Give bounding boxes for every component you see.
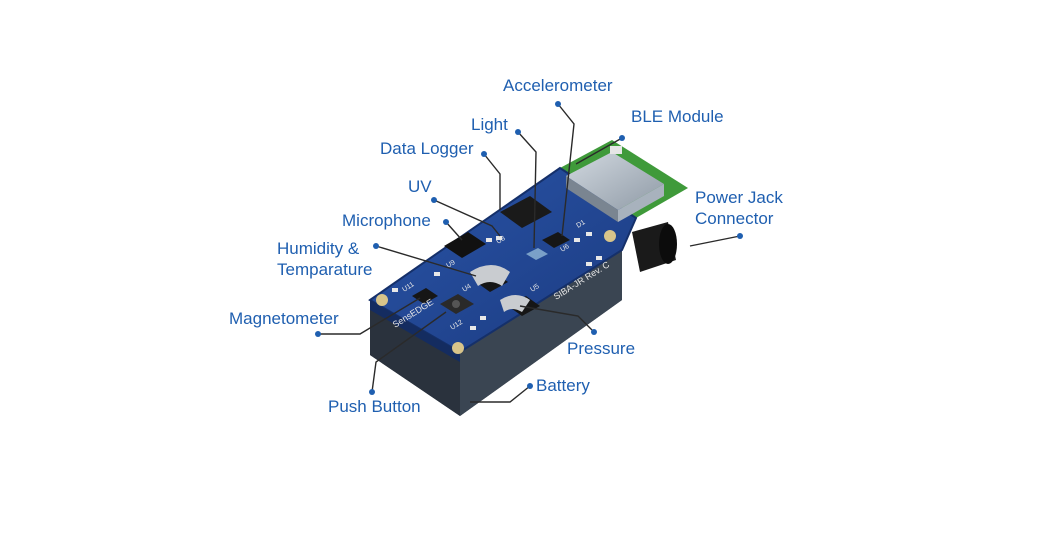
- mounting-pads: [376, 230, 616, 354]
- leader-accelerometer: [557, 103, 575, 237]
- leader-power-jack: [689, 235, 741, 247]
- magnetometer-chip: [412, 288, 438, 304]
- label-ble-module: BLE Module: [631, 107, 724, 126]
- label-power-jack-line2: Connector: [695, 209, 774, 228]
- battery-contact: [470, 265, 530, 312]
- leader-push-button: [371, 311, 447, 393]
- ble-shield-can: [566, 152, 664, 222]
- leader-lines: [318, 103, 741, 403]
- main-pcb: [368, 166, 638, 362]
- leader-uv: [433, 199, 501, 237]
- label-uv: UV: [408, 177, 432, 196]
- leader-light: [517, 131, 537, 249]
- label-accelerometer: Accelerometer: [503, 76, 613, 95]
- silkscreen-u8: U8: [495, 235, 506, 246]
- silkscreen-d1: D1: [575, 219, 586, 230]
- leader-magnetometer: [318, 297, 421, 335]
- antenna-chip: [610, 146, 622, 154]
- passive-components: [392, 232, 602, 330]
- leader-pressure: [519, 305, 595, 333]
- silkscreen-u5: U5: [529, 283, 540, 294]
- label-humidity-line1: Humidity &: [277, 239, 360, 258]
- label-push-button: Push Button: [328, 397, 421, 416]
- data-logger-chip: [500, 196, 552, 228]
- push-button-component: [440, 294, 474, 314]
- accelerometer-chip: [542, 232, 570, 248]
- label-light: Light: [471, 115, 508, 134]
- label-battery: Battery: [536, 376, 590, 395]
- leader-ble-module: [575, 137, 623, 165]
- label-data-logger: Data Logger: [380, 139, 474, 158]
- light-sensor: [526, 248, 548, 260]
- leader-battery: [470, 385, 531, 403]
- silkscreen-u4: U4: [461, 283, 472, 294]
- power-jack: [632, 222, 677, 272]
- leader-humidity: [375, 245, 477, 277]
- silkscreen-u6: U6: [559, 243, 570, 254]
- label-microphone: Microphone: [342, 211, 431, 230]
- label-power-jack-line1: Power Jack: [695, 188, 783, 207]
- leader-data-logger: [483, 153, 501, 210]
- leader-dots: [315, 101, 743, 395]
- microphone-chip: [444, 232, 486, 258]
- label-pressure: Pressure: [567, 339, 636, 358]
- leader-microphone: [445, 221, 463, 241]
- silkscreen-u9: U9: [445, 259, 456, 270]
- label-humidity-line2: Temparature: [277, 260, 373, 279]
- label-magnetometer: Magnetometer: [229, 309, 339, 328]
